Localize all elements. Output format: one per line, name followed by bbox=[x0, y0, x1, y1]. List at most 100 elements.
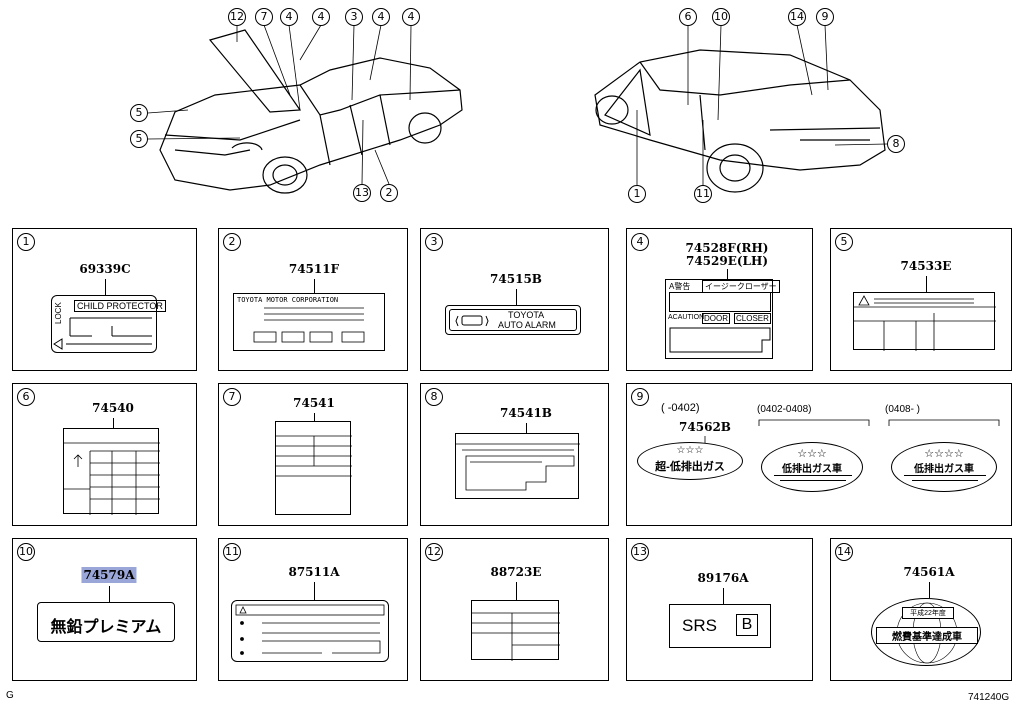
hood-label bbox=[471, 600, 560, 661]
leader-line bbox=[929, 582, 930, 598]
car-illustrations bbox=[147, 24, 888, 194]
panel-number: 9 bbox=[631, 388, 649, 406]
callout-4: 4 bbox=[280, 8, 298, 26]
label-title: TOYOTA MOTOR CORPORATION bbox=[237, 296, 339, 304]
sticker-ultra-low: ☆☆☆ 超-低排出ガス bbox=[637, 442, 743, 480]
panel-2: 2 74511F TOYOTA MOTOR CORPORATION bbox=[218, 228, 408, 371]
year-text: 平成22年度 bbox=[902, 607, 954, 619]
panel-4: 4 74528F(RH) 74529E(LH) A警告 イージークローザー AC… bbox=[626, 228, 813, 371]
panel-8: 8 74541B bbox=[420, 383, 609, 526]
panel-number: 1 bbox=[17, 233, 35, 251]
label-text: 無鉛プレミアム bbox=[50, 619, 162, 636]
label-graphic bbox=[854, 295, 996, 351]
leader-line bbox=[526, 423, 527, 433]
callout-3: 3 bbox=[345, 8, 363, 26]
srs-label: SRS B bbox=[669, 604, 771, 648]
leader-line bbox=[109, 586, 110, 602]
label-title: CHILD PROTECTOR bbox=[74, 300, 166, 312]
panel-1: 1 69339C CHILD PROTECTOR LOCK bbox=[12, 228, 197, 371]
label-graphic bbox=[53, 317, 152, 350]
sticker-text: 低排出ガス車 bbox=[914, 464, 974, 475]
label-graphic bbox=[253, 307, 365, 343]
leader-line bbox=[516, 582, 517, 600]
panel-number: 13 bbox=[631, 543, 649, 561]
panel-12: 12 88723E bbox=[420, 538, 609, 681]
panel-14: 14 74561A 平成22年度 燃費基準達成車 bbox=[830, 538, 1012, 681]
part-number: 74533E bbox=[900, 259, 952, 273]
panel-number: 14 bbox=[835, 543, 853, 561]
label-graphic bbox=[276, 435, 352, 477]
callout-13: 13 bbox=[353, 184, 371, 202]
sticker-text: 燃費基準達成車 bbox=[876, 627, 978, 644]
easy-closer-label: A警告 イージークローザー ACAUTION DOOR CLOSER bbox=[665, 279, 780, 359]
callout-4: 4 bbox=[372, 8, 390, 26]
part-number-highlighted[interactable]: 74579A bbox=[81, 567, 137, 583]
leader-line bbox=[723, 588, 724, 604]
b-box: B bbox=[736, 614, 758, 636]
leader-line bbox=[314, 279, 315, 293]
leader-line bbox=[516, 289, 517, 305]
range-2: (0402-0408) bbox=[757, 404, 812, 415]
vin-plate-label: TOYOTA MOTOR CORPORATION bbox=[233, 293, 385, 351]
child-protector-label: CHILD PROTECTOR LOCK bbox=[51, 295, 166, 353]
panel-5: 5 74533E bbox=[830, 228, 1012, 371]
label-line-1: TOYOTA bbox=[508, 310, 545, 320]
callout-14: 14 bbox=[788, 8, 806, 26]
door-text: DOOR bbox=[702, 313, 730, 324]
label-graphic bbox=[64, 442, 160, 515]
alarm-icon bbox=[455, 315, 489, 327]
closer-text: CLOSER bbox=[734, 313, 771, 324]
panel-number: 8 bbox=[425, 388, 443, 406]
caution-text: ACAUTION bbox=[668, 314, 705, 321]
panel-number: 4 bbox=[631, 233, 649, 251]
premium-unleaded-label: 無鉛プレミアム bbox=[37, 602, 175, 642]
part-number: 87511A bbox=[288, 565, 340, 579]
callout-8: 8 bbox=[887, 135, 905, 153]
leader-lines bbox=[147, 24, 888, 185]
part-number: 74515B bbox=[490, 272, 542, 286]
callout-7: 7 bbox=[255, 8, 273, 26]
callout-4: 4 bbox=[402, 8, 420, 26]
callout-6: 6 bbox=[679, 8, 697, 26]
leader-line bbox=[314, 582, 315, 600]
label-line-2: AUTO ALARM bbox=[498, 320, 556, 330]
callout-12: 12 bbox=[228, 8, 246, 26]
panel-9: 9 ( -0402) (0402-0408) (0408- ) 74562B ☆… bbox=[626, 383, 1012, 526]
part-number-lh: 74529E(LH) bbox=[685, 254, 769, 268]
callout-1: 1 bbox=[628, 185, 646, 203]
part-number: 74541B bbox=[500, 406, 552, 420]
sticker-low-1: ☆☆☆ 低排出ガス車 bbox=[761, 442, 863, 492]
callout-5: 5 bbox=[130, 130, 148, 148]
srs-text: SRS bbox=[682, 616, 717, 635]
part-number: 74562B bbox=[679, 420, 731, 434]
callout-4: 4 bbox=[312, 8, 330, 26]
range-3: (0408- ) bbox=[885, 404, 921, 415]
panel-3: 3 74515B TOYOTA AUTO ALARM bbox=[420, 228, 609, 371]
seat-warning-label bbox=[231, 600, 389, 662]
label-graphic bbox=[472, 612, 560, 661]
part-number: 74541 bbox=[293, 396, 335, 410]
callout-2: 2 bbox=[380, 184, 398, 202]
caution-label bbox=[853, 292, 996, 351]
footer-left-code: G bbox=[6, 690, 14, 701]
panel-7: 7 74541 bbox=[218, 383, 408, 526]
leader-line bbox=[727, 269, 728, 279]
leader-line bbox=[314, 413, 315, 421]
panel-number: 10 bbox=[17, 543, 35, 561]
auto-alarm-label: TOYOTA AUTO ALARM bbox=[445, 305, 581, 335]
panel-10: 10 74579A 無鉛プレミアム bbox=[12, 538, 197, 681]
leader-line bbox=[926, 276, 927, 292]
sticker-text: 超-低排出ガス bbox=[655, 461, 725, 473]
tire-pressure-label bbox=[63, 428, 160, 515]
part-number: 74540 bbox=[92, 401, 134, 415]
stars-icon: ☆☆☆☆ bbox=[924, 448, 964, 460]
panel-6: 6 74540 bbox=[12, 383, 197, 526]
part-number-rh: 74528F(RH) bbox=[685, 241, 769, 255]
warning-text: A警告 bbox=[669, 282, 691, 291]
panel-13: 13 89176A SRS B bbox=[626, 538, 813, 681]
stars-icon: ☆☆☆ bbox=[797, 448, 827, 460]
panel-number: 12 bbox=[425, 543, 443, 561]
sticker-text: 低排出ガス車 bbox=[782, 464, 842, 475]
label-graphic bbox=[235, 604, 385, 655]
callout-9: 9 bbox=[816, 8, 834, 26]
